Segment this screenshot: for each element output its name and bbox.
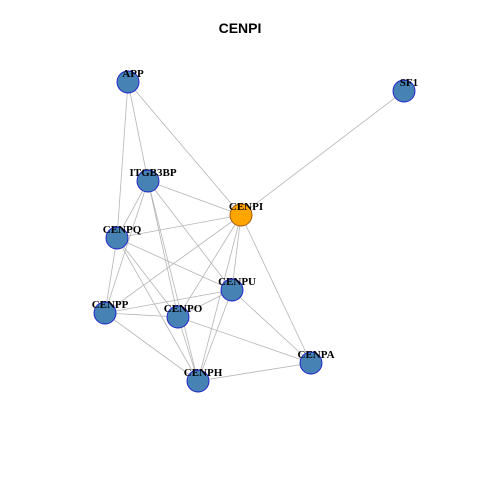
edge-cenpi-cenpp — [104, 214, 242, 314]
node-app[interactable] — [116, 70, 140, 94]
node-label-app: APP — [122, 68, 144, 80]
node-cenph[interactable] — [186, 369, 210, 393]
edge-app-cenpq — [116, 81, 129, 239]
edge-cenpp-cenpo — [104, 312, 179, 318]
node-itgb3bp[interactable] — [136, 169, 160, 193]
edge-cenpq-cenpu — [116, 237, 233, 291]
node-label-cenpu: CENPU — [218, 276, 256, 288]
edge-itgb3bp-cenph — [147, 180, 199, 382]
node-cenpq[interactable] — [105, 226, 129, 250]
edge-app-cenpi — [127, 81, 242, 216]
node-label-cenpi: CENPI — [229, 201, 263, 213]
edge-itgb3bp-cenpp — [104, 180, 149, 314]
node-sf1[interactable] — [392, 79, 416, 103]
node-cenpp[interactable] — [93, 301, 117, 325]
edge-cenpp-cenph — [104, 312, 199, 382]
node-label-cenpo: CENPO — [164, 303, 203, 315]
node-cenpo[interactable] — [166, 305, 190, 329]
node-label-cenpq: CENPQ — [103, 224, 142, 236]
node-label-cenpp: CENPP — [92, 299, 129, 311]
chart-title: CENPI — [218, 20, 262, 36]
edge-cenpu-cenph — [197, 289, 233, 382]
edge-cenpq-cenph — [116, 237, 199, 382]
edge-cenpu-cenpp — [104, 289, 233, 314]
node-label-cenph: CENPH — [184, 367, 223, 379]
edge-itgb3bp-cenpu — [147, 180, 233, 291]
edge-cenpi-cenpa — [240, 214, 312, 364]
node-label-itgb3bp: ITGB3BP — [130, 167, 177, 179]
edge-cenpi-cenpu — [231, 214, 242, 291]
edges-layer — [104, 81, 405, 382]
edge-app-itgb3bp — [127, 81, 149, 182]
node-cenpu[interactable] — [220, 278, 244, 302]
edge-cenpo-cenpa — [177, 316, 312, 364]
edge-cenpi-cenpo — [177, 214, 242, 318]
node-cenpa[interactable] — [299, 351, 323, 375]
edge-cenpq-cenpo — [116, 237, 179, 318]
edge-cenpq-cenpp — [104, 237, 118, 314]
edge-itgb3bp-cenpi — [147, 180, 242, 216]
nodes-layer — [93, 70, 416, 393]
edge-cenpa-cenph — [197, 362, 312, 382]
edge-cenpi-cenph — [197, 214, 242, 382]
node-label-cenpa: CENPA — [298, 349, 335, 361]
edge-cenpu-cenpa — [231, 289, 312, 364]
edge-itgb3bp-cenpo — [147, 180, 179, 318]
node-cenpi[interactable] — [229, 203, 253, 227]
edge-sf1-cenpi — [240, 90, 405, 216]
node-label-sf1: SF1 — [400, 77, 418, 89]
edge-cenpi-cenpq — [116, 214, 242, 239]
